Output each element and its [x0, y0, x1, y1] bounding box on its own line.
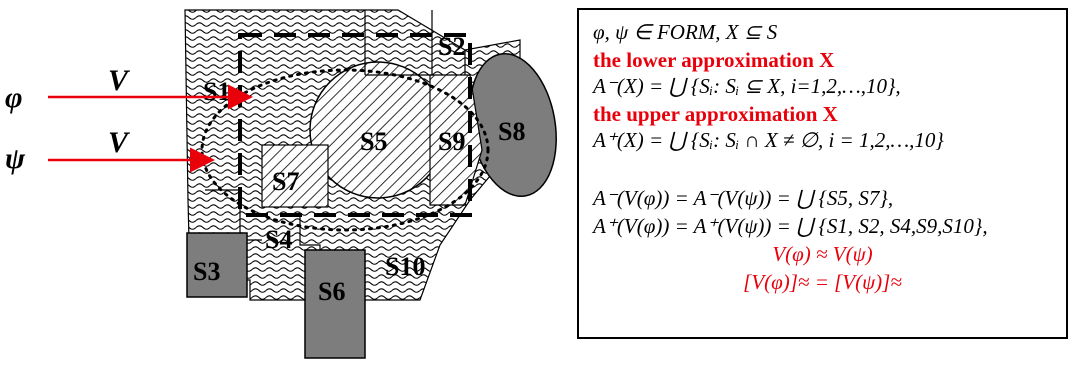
- region-s3: [186, 232, 248, 298]
- formula-definition: φ, ψ ∈ FORM, X ⊆ S: [593, 20, 778, 44]
- equivalence-class-equality: [V(φ)]≈ = [V(ψ)]≈: [743, 270, 902, 294]
- upper-approximation-title: the upper approximation X: [593, 102, 838, 126]
- label-s9: S9: [438, 127, 465, 156]
- label-s8: S8: [498, 117, 525, 146]
- label-s3: S3: [193, 257, 220, 286]
- label-s4: S4: [265, 225, 292, 254]
- formula-panel: φ, ψ ∈ FORM, X ⊆ S the lower approximati…: [577, 8, 1068, 339]
- v-label-phi: V: [108, 64, 131, 97]
- label-s6: S6: [318, 277, 345, 306]
- v-label-psi: V: [108, 126, 131, 159]
- upper-approximation-formula: A⁺(X) = ⋃ {Sᵢ: Sᵢ ∩ X ≠ ∅, i = 1,2,…,10}: [593, 128, 944, 152]
- label-s7: S7: [272, 167, 299, 196]
- phi-symbol: φ: [5, 81, 23, 114]
- region-s7: [261, 144, 329, 208]
- rough-set-diagram: S1 S2 S3 S4 S5 S6 S7 S8 S9 S10 φ V ψ V: [5, 9, 557, 359]
- dotted-set-boundary: [200, 68, 490, 232]
- lower-approximation-result: A⁻(V(φ)) = A⁻(V(ψ)) = ⋃ {S5, S7},: [593, 186, 894, 210]
- region-s9: [429, 74, 483, 206]
- lower-approximation-title: the lower approximation X: [593, 48, 835, 72]
- region-s6: [304, 249, 366, 359]
- lower-approximation-formula: A⁻(X) = ⋃ {Sᵢ: Sᵢ ⊆ X, i=1,2,…,10},: [593, 74, 901, 98]
- psi-symbol: ψ: [5, 142, 26, 175]
- label-s2: S2: [438, 32, 465, 61]
- rough-equality: V(φ) ≈ V(ψ): [772, 242, 873, 266]
- dashed-set-boundary: [238, 33, 472, 217]
- upper-approximation-result: A⁺(V(φ)) = A⁺(V(ψ)) = ⋃ {S1, S2, S4,S9,S…: [593, 214, 988, 238]
- label-s1: S1: [203, 77, 230, 106]
- label-s10: S10: [385, 252, 425, 281]
- label-s5: S5: [360, 127, 387, 156]
